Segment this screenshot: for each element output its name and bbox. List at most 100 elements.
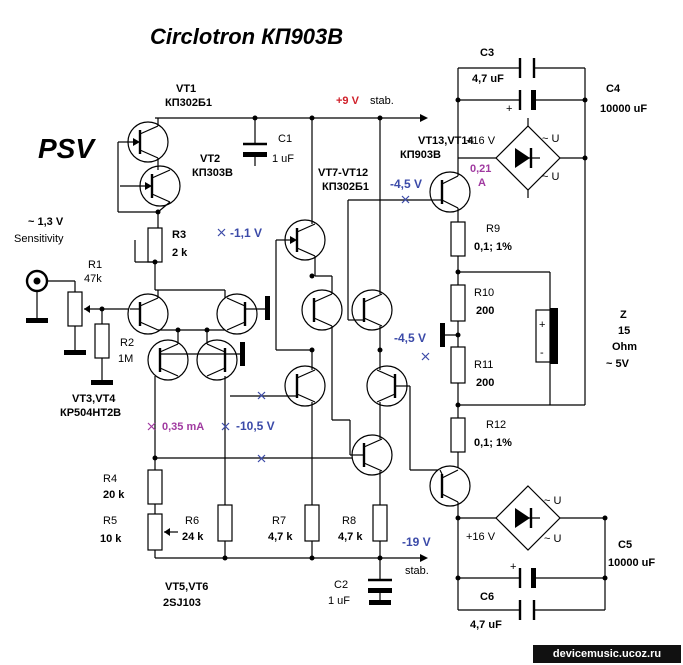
capacitor-c2 [368,558,392,605]
supply-pos-voltage: +9 V [336,95,360,107]
vt3-vt4-part: КР504НТ2В [60,407,121,419]
resistor-r4-r5 [147,455,380,558]
vt1-name: VT1 [176,83,196,95]
vt13-vt14-part: КП903В [400,149,441,161]
transistor-vt11 [366,350,440,471]
vt5-vt6-name: VT5,VT6 [165,581,208,593]
vt2-part: КП303В [192,167,233,179]
transistor-vt3-vt4-pair [127,289,270,335]
r5-value: 10 k [100,533,122,545]
probe-marker-v2 [221,422,230,431]
probe-voltage-1: -1,1 V [230,226,262,240]
load-speaker: + - [535,308,558,405]
r8-value: 4,7 k [338,531,363,543]
author-label: PSV [38,133,96,164]
resistor-r2 [91,306,113,385]
c2-name: C2 [334,579,348,591]
bias-voltage-bottom: +16 V [466,531,496,543]
r5-name: R5 [103,515,117,527]
transistor-vt14 [429,465,471,610]
supply-neg-suffix: stab. [405,565,429,577]
probe-marker-v1 [217,228,226,237]
positive-supply-rail [155,114,428,122]
output-current-unit: A [478,177,486,189]
input-caption: Sensitivity [14,233,64,245]
load-level: ~ 5V [606,358,630,370]
c2-value: 1 uF [328,595,350,607]
resistor-r9 [450,221,551,310]
transistor-vt9 [230,347,326,505]
r10-name: R10 [474,287,494,299]
supply-neg-voltage: -19 V [402,535,431,549]
r6-name: R6 [185,515,199,527]
vt7-vt12-part: КП302Б1 [322,181,369,193]
transistor-vt5-vt6-pair [147,327,245,505]
transistor-vt2 [120,165,181,207]
capacitor-c1 [243,118,267,166]
resistor-r6 [217,504,233,558]
resistor-r1 [64,281,130,355]
r6-value: 24 k [182,531,204,543]
probe-voltage-3: -4,5 V [390,177,422,191]
vt3-vt4-name: VT3,VT4 [72,393,116,405]
c4-name: C4 [606,83,621,95]
input-voltage: ~ 1,3 V [28,216,64,228]
c6-value: 4,7 uF [470,619,502,631]
probe-voltage-4: -4,5 V [394,331,426,345]
transistor-vt1 [118,118,169,166]
probe-marker-v5 [401,195,410,204]
ac-input-bottom-2: ~ U [544,533,561,545]
website-watermark: devicemusic.ucoz.ru [533,645,681,663]
rectifier-bridge-top [458,118,585,198]
probe-marker-current [147,422,156,431]
output-top-rail [455,67,588,405]
vt2-name: VT2 [200,153,220,165]
r9-value: 0,1; 1% [474,241,512,253]
resistor-r3 [134,227,163,290]
transistor-vt8 [301,256,343,340]
c1-name: C1 [278,133,292,145]
r4-name: R4 [103,473,117,485]
r10-value: 200 [476,305,494,317]
output-current: 0,21 [470,163,491,175]
resistor-r8 [372,504,388,558]
output-bottom-rail [455,518,608,611]
svg-text:-: - [540,347,544,359]
resistor-r7 [304,504,320,558]
r8-name: R8 [342,515,356,527]
r3-name: R3 [172,229,186,241]
r7-value: 4,7 k [268,531,293,543]
probe-voltage-2: -10,5 V [236,419,275,433]
negative-supply-rail [155,554,428,562]
probe-marker-v6 [421,352,430,361]
svg-text:+: + [506,103,512,115]
c5-name: C5 [618,539,632,551]
bias-voltage-top: +16 V [466,135,496,147]
svg-text:+: + [510,561,516,573]
r1-name: R1 [88,259,102,271]
r1-value: 47k [84,273,102,285]
probe-marker-v4 [257,454,266,463]
resistor-r10-r11 [440,284,585,418]
probe-marker-v3 [257,391,266,400]
schematic-title: Circlotron КП903В [150,24,343,49]
r9-name: R9 [486,223,500,235]
capacitor-c6 [518,600,536,620]
capacitor-c4: + [506,90,536,115]
vt1-vt2-wiring [117,142,171,228]
transistor-vt7 [275,118,326,351]
transistor-vt10 [347,118,430,353]
r11-name: R11 [474,359,493,371]
r12-name: R12 [486,419,506,431]
r11-value: 200 [476,377,494,389]
input-jack [25,269,75,323]
resistor-r12 [450,417,466,468]
r2-value: 1M [118,353,133,365]
c1-value: 1 uF [272,153,294,165]
svg-text:+: + [539,319,545,331]
r12-value: 0,1; 1% [474,437,512,449]
ac-input-top-1: ~ U [542,133,559,145]
r7-name: R7 [272,515,286,527]
capacitor-c5: + [510,561,536,588]
